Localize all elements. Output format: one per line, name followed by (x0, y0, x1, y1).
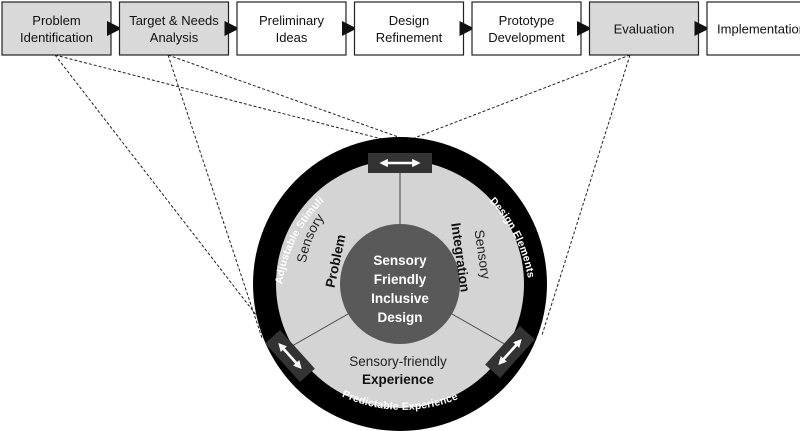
core-line-1: Sensory (373, 253, 427, 268)
connector-lines (54, 54, 631, 339)
process-step-box (588, 1, 700, 56)
double-arrow-icon (485, 325, 535, 379)
process-step-label: Target & Needs (129, 13, 219, 28)
process-step-label: Identification (20, 30, 93, 45)
core-line-3: Inclusive (371, 291, 429, 306)
middle-right-light: Sensory (472, 229, 494, 280)
process-step-label: Preliminary (259, 13, 325, 28)
process-step-label: Design (389, 13, 429, 28)
double-arrow-icon (368, 153, 432, 173)
process-step-label: Evaluation (614, 22, 675, 37)
connector-line (541, 54, 631, 336)
process-step: Implementation (706, 1, 800, 56)
process-step-box (118, 1, 230, 56)
middle-bottom-bold: Experience (362, 372, 435, 387)
process-step-label: Development (488, 30, 565, 45)
circular-model: Adjustable Stimuli Design Elements Predi… (253, 137, 547, 431)
middle-bottom-light: Sensory-friendly (349, 354, 447, 369)
process-step-label: Ideas (276, 30, 308, 45)
core-circle (340, 224, 460, 344)
divider-line (291, 313, 349, 347)
process-step-box (236, 1, 347, 56)
process-step-box (353, 1, 465, 56)
process-step-label: Problem (32, 13, 80, 28)
process-step-label: Refinement (376, 30, 443, 45)
process-step-label: Analysis (150, 30, 199, 45)
core-line-2: Friendly (374, 272, 427, 287)
connector-line (167, 54, 419, 145)
process-step-box (1, 1, 112, 56)
connector-line (377, 54, 631, 153)
process-step-label: Prototype (499, 13, 555, 28)
connector-line (54, 54, 426, 151)
connector-line (167, 54, 263, 339)
process-step: Evaluation (588, 1, 700, 56)
double-arrow-icon (265, 329, 315, 383)
process-step-box (471, 1, 582, 56)
core-line-4: Design (377, 310, 422, 325)
process-step-box (706, 1, 800, 56)
process-step-label: Implementation (717, 22, 800, 37)
connector-line (54, 54, 261, 321)
